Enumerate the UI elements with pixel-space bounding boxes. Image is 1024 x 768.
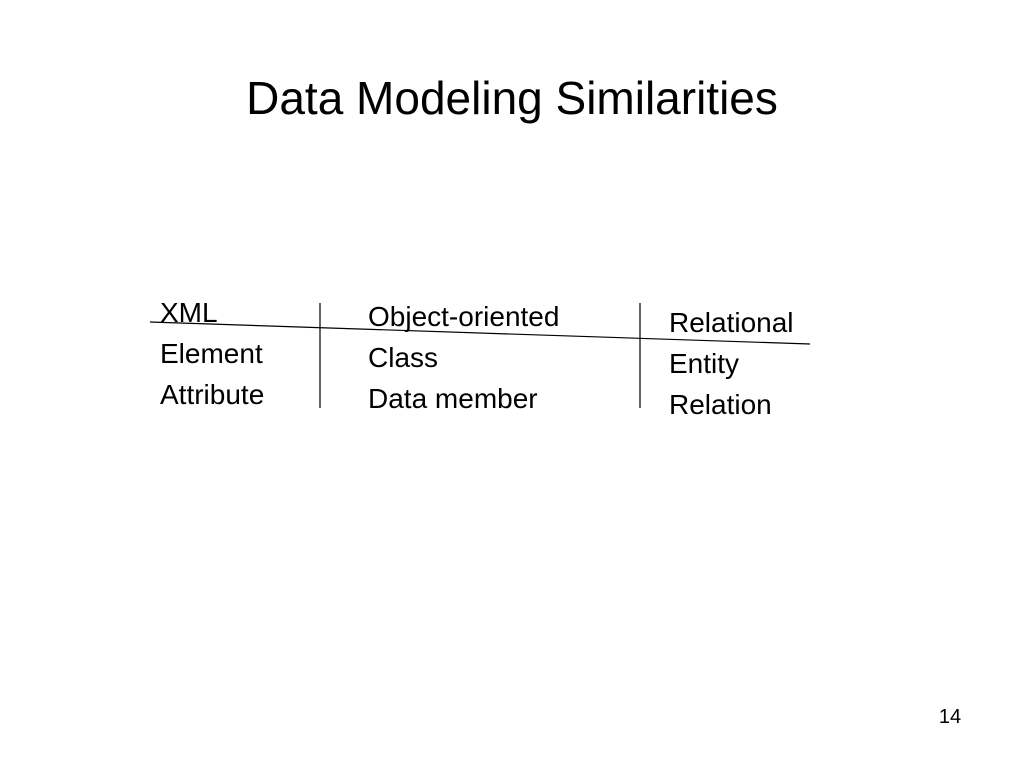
column-item: Class (368, 342, 439, 373)
column-item: Element (160, 338, 263, 369)
column-xml: XML Element Attribute (160, 292, 264, 415)
column-item: Entity (669, 348, 740, 379)
column-item: Relation (669, 389, 772, 420)
column-object-oriented: Object-oriented Class Data member (368, 296, 559, 419)
column-heading: XML (160, 297, 218, 328)
column-item: Attribute (160, 379, 265, 410)
column-relational: Relational Entity Relation (669, 302, 794, 425)
slide-title: Data Modeling Similarities (246, 72, 778, 124)
column-heading: Object-oriented (368, 301, 560, 332)
column-heading: Relational (669, 307, 794, 338)
page-number: 14 (938, 706, 962, 728)
column-item: Data member (368, 383, 538, 414)
